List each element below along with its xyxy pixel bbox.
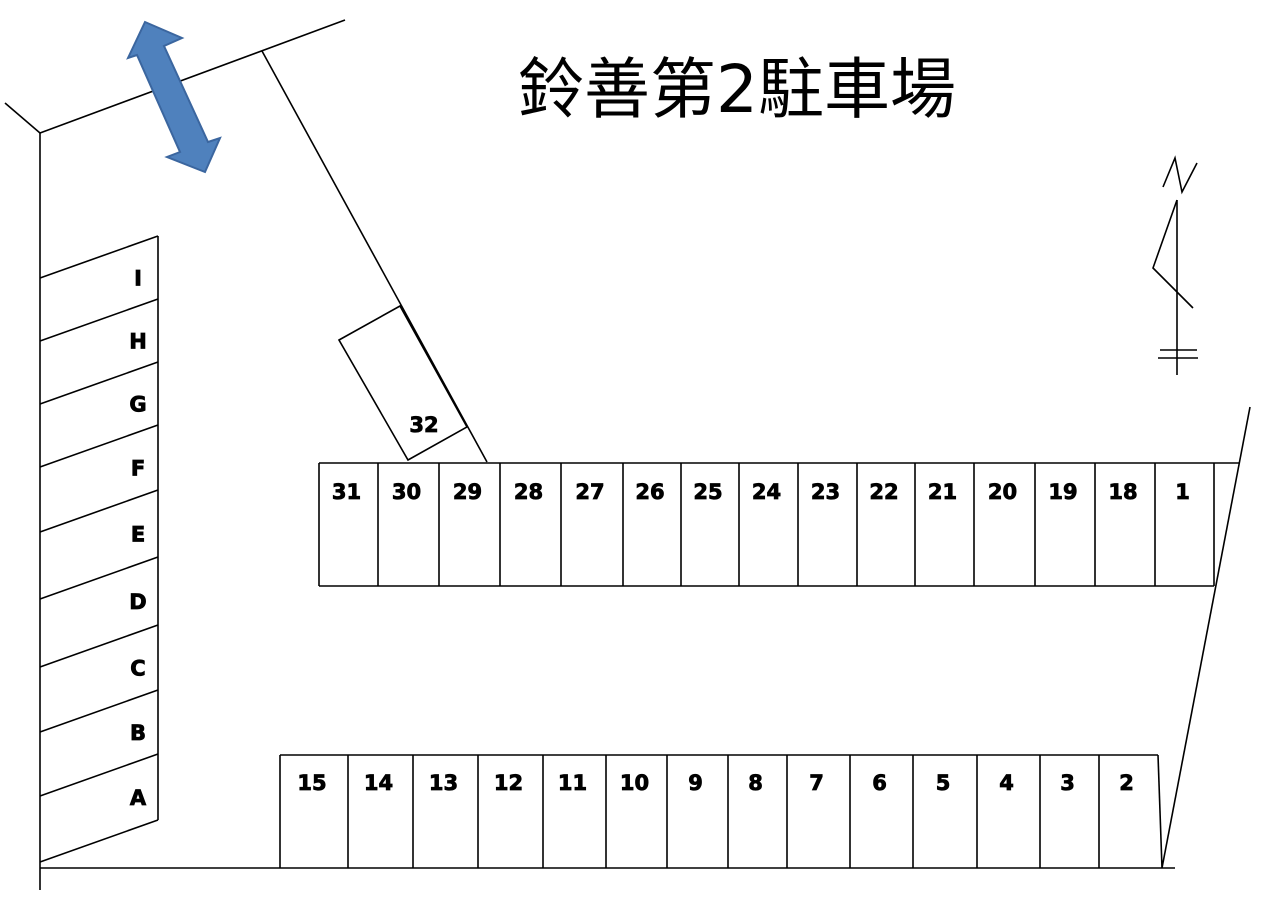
space-label-23: 23 xyxy=(811,480,840,504)
north-compass-icon xyxy=(1152,155,1198,375)
space-label-20: 20 xyxy=(988,480,1017,504)
space-label-D: D xyxy=(129,590,146,614)
left-column-spaces: I H G F E D C B A xyxy=(39,235,159,863)
space-label-C: C xyxy=(130,657,145,681)
angled-space: 32 xyxy=(337,304,469,462)
space-label-15: 15 xyxy=(297,771,326,795)
space-label-3: 3 xyxy=(1060,771,1075,795)
space-label-31: 31 xyxy=(332,480,361,504)
space-label-19: 19 xyxy=(1048,480,1077,504)
space-label-5: 5 xyxy=(936,771,951,795)
space-label-30: 30 xyxy=(392,480,421,504)
space-label-E: E xyxy=(131,523,145,547)
top-row-spaces: 31 30 29 28 27 26 25 24 23 22 21 20 19 18 1 xyxy=(318,462,1240,587)
space-divider xyxy=(39,624,159,668)
space-label-11: 11 xyxy=(558,771,587,795)
space-label-2: 2 xyxy=(1119,771,1134,795)
space-label-22: 22 xyxy=(869,480,898,504)
space-label-I: I xyxy=(134,267,142,291)
space-label: 32 xyxy=(409,413,438,437)
space-divider xyxy=(39,489,159,533)
space-label-9: 9 xyxy=(688,771,703,795)
space-label-21: 21 xyxy=(928,480,957,504)
space-divider xyxy=(39,298,159,342)
space-divider xyxy=(39,689,159,733)
space-label-1: 1 xyxy=(1175,480,1190,504)
space-label-B: B xyxy=(130,721,146,745)
space-divider xyxy=(39,235,159,279)
space-label-7: 7 xyxy=(809,771,824,795)
space-label-8: 8 xyxy=(748,771,763,795)
space-label-29: 29 xyxy=(453,480,482,504)
space-label-24: 24 xyxy=(752,480,781,504)
space-divider xyxy=(39,753,159,797)
space-label-25: 25 xyxy=(693,480,722,504)
space-divider xyxy=(39,556,159,600)
space-divider xyxy=(39,819,159,863)
entrance-arrow-icon xyxy=(126,20,222,174)
space-label-12: 12 xyxy=(494,771,523,795)
space-label-A: A xyxy=(130,786,147,810)
space-label-H: H xyxy=(129,330,147,354)
space-label-13: 13 xyxy=(429,771,458,795)
lot-boundary xyxy=(4,19,1251,890)
space-label-18: 18 xyxy=(1108,480,1137,504)
space-divider xyxy=(1157,754,1163,869)
space-label-28: 28 xyxy=(514,480,543,504)
space-divider xyxy=(39,424,159,468)
page-title: 鈴善第2駐車場 xyxy=(518,51,956,128)
space-label-26: 26 xyxy=(635,480,664,504)
space-label-F: F xyxy=(131,457,145,481)
space-label-27: 27 xyxy=(575,480,604,504)
bottom-row-spaces: 15 14 13 12 11 10 9 8 7 6 5 4 3 2 xyxy=(279,754,1163,869)
space-label-6: 6 xyxy=(872,771,887,795)
space-label-14: 14 xyxy=(364,771,393,795)
space-divider xyxy=(39,361,159,405)
space-label-G: G xyxy=(129,393,146,417)
space-label-10: 10 xyxy=(620,771,649,795)
space-label-4: 4 xyxy=(999,771,1014,795)
